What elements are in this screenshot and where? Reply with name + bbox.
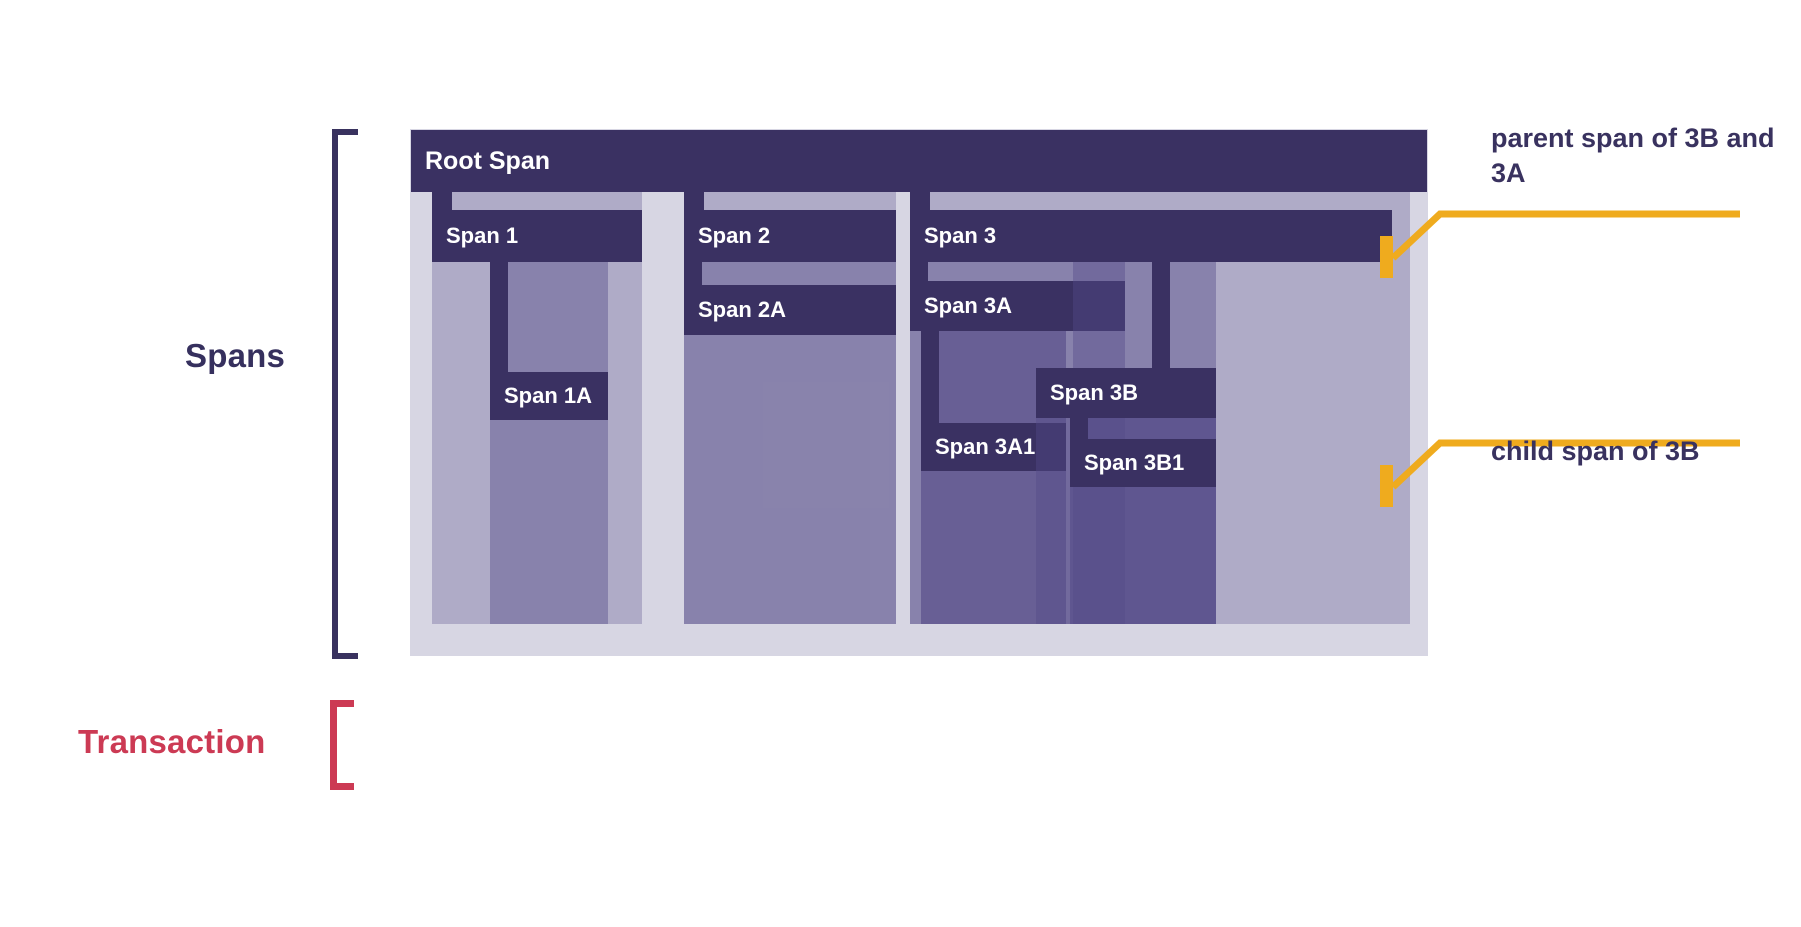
connector-3a-to-3a1 bbox=[921, 331, 939, 427]
annotation-parent-span: parent span of 3B and 3A bbox=[1491, 123, 1775, 188]
span-bar-3b1[interactable]: Span 3B1 bbox=[1070, 439, 1216, 487]
transaction-bracket bbox=[330, 700, 354, 790]
child-span-marker-icon bbox=[1380, 465, 1393, 507]
span-bar-3b[interactable]: Span 3B bbox=[1036, 368, 1216, 418]
span-label-3a: Span 3A bbox=[924, 293, 1013, 318]
span-label-root: Root Span bbox=[425, 146, 550, 175]
spans-bracket bbox=[332, 129, 358, 659]
connector-3-to-3b bbox=[1152, 262, 1170, 370]
span-label-3a1: Span 3A1 bbox=[935, 434, 1036, 459]
span-label-2a: Span 2A bbox=[698, 297, 787, 322]
span-label-1a: Span 1A bbox=[504, 383, 593, 408]
span-label-1: Span 1 bbox=[446, 223, 519, 248]
span-bar-3a1[interactable]: Span 3A1 bbox=[921, 423, 1066, 471]
span-label-3: Span 3 bbox=[924, 223, 997, 248]
span-bar-3[interactable]: Span 3 bbox=[910, 210, 1392, 262]
span-label-2: Span 2 bbox=[698, 223, 771, 248]
spans-diagram-container: Root Span Span 1 Span 1A Span 2 Span 2A … bbox=[410, 129, 1428, 656]
spans-section-label: Spans bbox=[185, 337, 286, 374]
connector-1-to-1a bbox=[490, 262, 508, 397]
span-bar-1[interactable]: Span 1 bbox=[432, 210, 642, 262]
transaction-section-label: Transaction bbox=[78, 723, 266, 760]
span-body-2-left bbox=[684, 192, 896, 624]
span-bar-2a[interactable]: Span 2A bbox=[684, 285, 896, 335]
annotation-child-span: child span of 3B bbox=[1491, 436, 1700, 466]
span-body-1a bbox=[490, 262, 608, 624]
span-bar-2[interactable]: Span 2 bbox=[684, 210, 896, 262]
span-label-3b1: Span 3B1 bbox=[1084, 450, 1185, 475]
span-bar-1a[interactable]: Span 1A bbox=[490, 372, 608, 420]
span-bar-root[interactable]: Root Span bbox=[411, 130, 1427, 192]
span-label-3b: Span 3B bbox=[1050, 380, 1139, 405]
parent-span-marker-icon bbox=[1380, 236, 1393, 278]
span-bar-3a[interactable]: Span 3A bbox=[910, 281, 1125, 331]
